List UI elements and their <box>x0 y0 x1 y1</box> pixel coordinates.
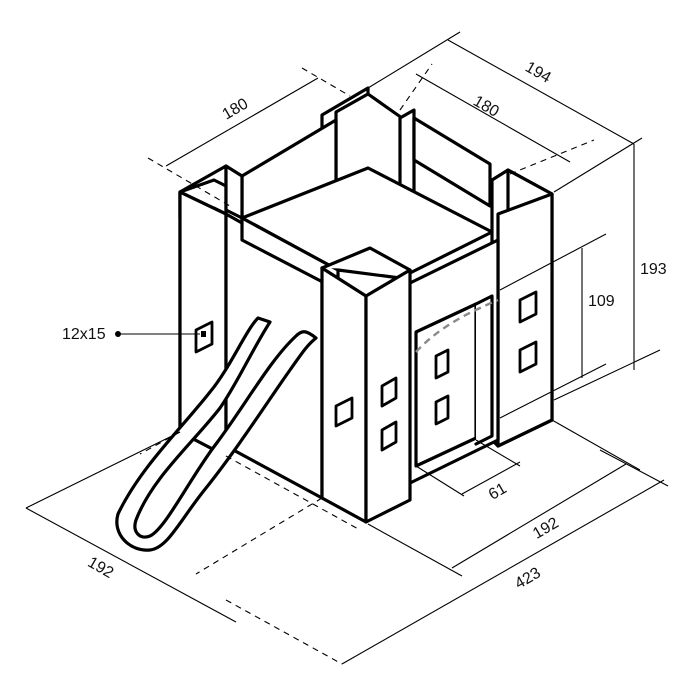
dim-height-total: 193 <box>640 261 667 278</box>
window-front-left <box>334 396 354 428</box>
window-front-right-1 <box>380 376 398 408</box>
slide <box>115 316 318 552</box>
ext-line <box>301 67 351 97</box>
ext-line <box>367 31 461 89</box>
window-right-tower-1 <box>518 290 538 324</box>
castle-structure <box>178 86 554 524</box>
dim-top-right-depth: 180 <box>470 93 502 121</box>
ext-line <box>475 439 521 467</box>
ext-line <box>599 449 669 487</box>
door-jamb <box>474 294 494 446</box>
base-line <box>139 431 181 455</box>
slide-body <box>115 316 318 552</box>
dim-line-top-right-outer <box>447 39 635 145</box>
ext-line <box>553 137 643 193</box>
dim-door-height: 109 <box>588 293 615 310</box>
left-tower-cap <box>224 164 244 220</box>
dim-line-bottom-left <box>25 507 237 623</box>
door-panel <box>414 302 478 468</box>
dim-door-width: 61 <box>486 480 510 504</box>
callout-window-size: 12x15 <box>62 326 106 343</box>
ext-line <box>147 157 231 207</box>
dim-top-right-outer: 194 <box>522 59 554 87</box>
callout-dot <box>115 331 121 337</box>
ext-line <box>553 349 661 401</box>
dim-line-door-width <box>461 461 521 495</box>
ext-line <box>499 363 607 419</box>
ext-line <box>499 233 607 291</box>
dim-bottom-left: 192 <box>85 554 117 582</box>
dim-bottom-total: 423 <box>512 565 544 593</box>
dim-line-bottom-right <box>451 463 627 569</box>
ext-line <box>225 599 343 665</box>
dim-line-bottom-total <box>341 479 665 665</box>
front-tower-left-face <box>320 266 368 524</box>
back-wall-right <box>412 116 492 208</box>
ext-line <box>399 63 433 111</box>
base-line <box>225 455 361 531</box>
ext-line <box>509 139 595 175</box>
dim-line-top-right-depth <box>415 73 571 163</box>
front-tower-top <box>320 246 412 272</box>
ext-line <box>25 431 181 509</box>
window-door-2 <box>434 394 450 426</box>
window-left-tower-mark <box>201 331 206 337</box>
ext-line <box>415 465 465 497</box>
ext-line <box>367 523 463 577</box>
window-front-right-2 <box>380 420 398 452</box>
window-callout: 12x15 <box>62 326 200 343</box>
door-hidden-edge <box>415 298 499 353</box>
ext-line <box>551 419 641 471</box>
ext-line <box>195 497 323 575</box>
window-right-tower-2 <box>518 340 538 374</box>
window-door-1 <box>434 348 450 380</box>
dim-line-top-left <box>165 77 319 167</box>
